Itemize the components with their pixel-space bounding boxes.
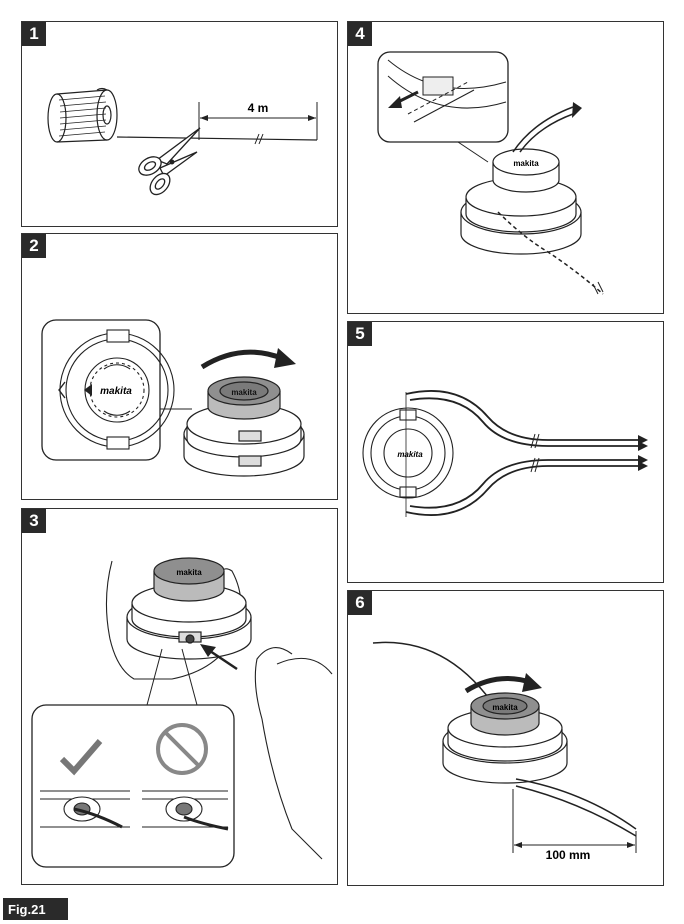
wrong-insertion: [142, 790, 229, 831]
panel-1: 1 4 m: [21, 21, 338, 227]
insert-arrow-icon: [206, 647, 238, 671]
hole-detail: [387, 59, 507, 123]
panel-2: 2 makita maki: [21, 233, 338, 500]
trimmer-head: [126, 557, 252, 660]
step-number-6: 6: [348, 591, 372, 615]
svg-text:makita: makita: [492, 703, 518, 712]
rotation-arrow-icon: [200, 349, 285, 370]
panel-5: 5 makita: [347, 321, 664, 583]
panel-6: 6 makita 100 mm: [347, 590, 664, 886]
hold-head-illustration: makita: [31, 557, 333, 868]
step-number-4: 4: [348, 22, 372, 46]
check-icon: [59, 739, 103, 776]
length-label: 4 m: [248, 101, 269, 115]
spool-rotation-illustration: makita makita: [41, 319, 305, 477]
line-spool: [47, 87, 118, 143]
wind-line-illustration: makita: [362, 390, 648, 517]
trimmer-head: [442, 692, 568, 784]
spool-front: [362, 392, 454, 517]
step-number-2: 2: [22, 234, 46, 258]
trimmer-head: [183, 376, 305, 477]
prohibited-icon: [156, 723, 208, 775]
line-paths: [405, 390, 638, 516]
trim-length-illustration: makita 100 mm: [372, 641, 637, 862]
brand-logo: makita: [100, 386, 132, 397]
trimmer-head: [460, 148, 582, 255]
panel-3: 3 makita: [21, 508, 338, 885]
svg-text:makita: makita: [176, 568, 202, 577]
step-number-1: 1: [22, 22, 46, 46]
cut-line-illustration: 4 m: [47, 87, 318, 196]
step-number-3: 3: [22, 509, 46, 533]
spool-detail: [58, 329, 175, 450]
brand-logo: makita: [397, 450, 423, 459]
length-label: 100 mm: [546, 848, 591, 862]
panel-4: 4 makita: [347, 21, 664, 314]
brand-logo: makita: [513, 159, 539, 168]
step-number-5: 5: [348, 322, 372, 346]
correct-insertion: [40, 790, 130, 829]
scissors-icon: [138, 127, 201, 196]
svg-text:makita: makita: [231, 388, 257, 397]
pull-line-illustration: makita: [377, 51, 604, 295]
figure-label: Fig.21: [3, 898, 68, 920]
